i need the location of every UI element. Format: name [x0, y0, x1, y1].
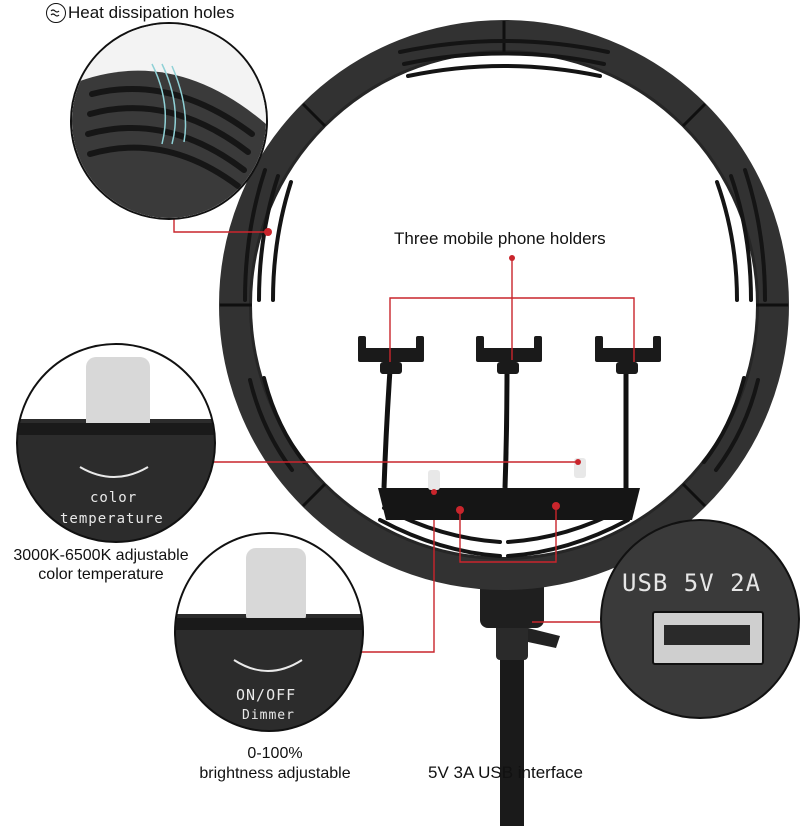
color-temp-edge [18, 423, 214, 435]
brightness-panel-line2: Dimmer [242, 708, 295, 723]
callout-lines [173, 216, 635, 653]
phone-clamps [358, 336, 661, 374]
heat-closeup-art [72, 24, 266, 218]
brightness-panel-line1: ON/OFF [236, 686, 297, 704]
tilt-knob [528, 628, 560, 648]
color-temp-panel-line2: temperature [60, 511, 164, 527]
brightness-label: 0-100% brightness adjustable [160, 744, 390, 784]
brightness-label-line1: 0-100% [247, 745, 303, 762]
dimmer-knob [428, 470, 440, 490]
fan-heat-icon [46, 3, 66, 23]
usb-closeup: USB 5V 2A [600, 519, 800, 719]
color-temp-label: 3000K-6500K adjustable color temperature [6, 546, 196, 584]
color-temp-knob [86, 357, 150, 429]
ring-inner-opening [252, 53, 756, 557]
brightness-label-line2: brightness adjustable [199, 765, 351, 782]
fan-heat-icon-glyph [50, 9, 60, 17]
color-temp-arrow [79, 466, 149, 478]
heat-closeup [70, 22, 268, 220]
stand-pole [500, 640, 524, 826]
phone-holder-arms [381, 369, 629, 489]
control-box [378, 488, 640, 520]
usb-label: 5V 3A USB interface [428, 763, 583, 782]
color-temp-label-line1: 3000K-6500K adjustable [13, 547, 189, 564]
color-temp-panel-line1: color [90, 490, 138, 506]
brightness-arrow [233, 659, 303, 672]
heat-label: Heat dissipation holes [68, 3, 235, 22]
brightness-knob [246, 548, 306, 620]
brightness-edge [176, 618, 362, 630]
usb-port [652, 611, 764, 665]
callout-dots [264, 228, 581, 514]
usb-panel-text: USB 5V 2A [622, 569, 762, 597]
ring-segment-dividers [220, 21, 788, 508]
brightness-closeup: ON/OFF Dimmer [174, 532, 364, 732]
stand-joint [496, 620, 528, 660]
color-temp-label-line2: color temperature [38, 566, 164, 583]
phone-holders-label: Three mobile phone holders [394, 229, 606, 248]
color-temp-closeup: color temperature [16, 343, 216, 543]
usb-port-tongue [664, 625, 750, 645]
